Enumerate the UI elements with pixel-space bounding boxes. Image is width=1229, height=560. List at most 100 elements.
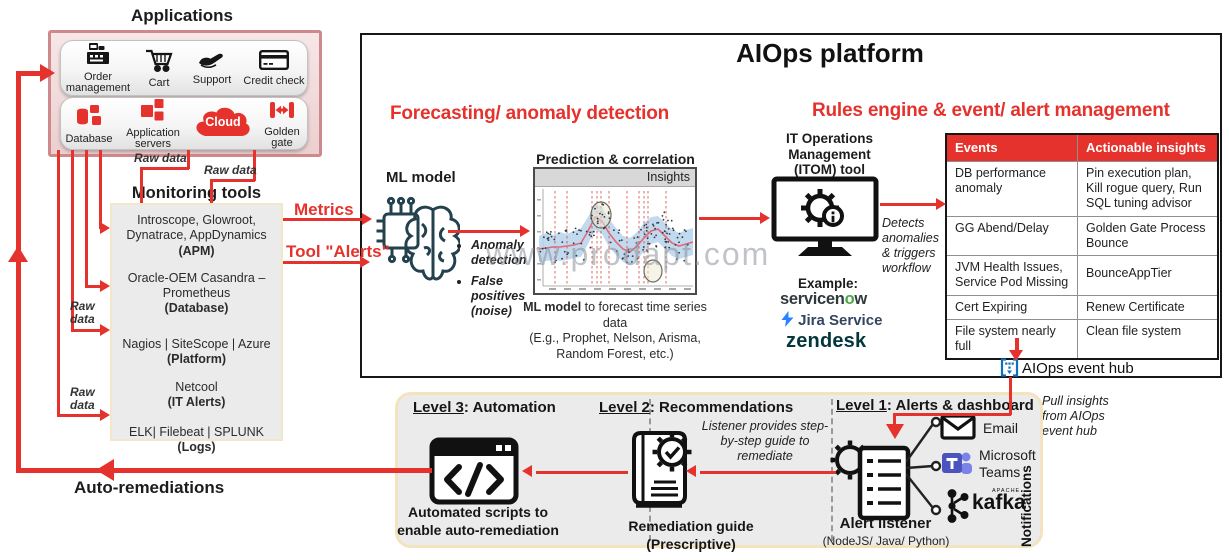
insight-cell: Pin execution plan, Kill rogue query, Ru…	[1078, 162, 1217, 217]
event-cell: Cert Expiring	[947, 295, 1078, 320]
support-icon	[197, 50, 227, 73]
app-golden-gate: Golden gate	[258, 99, 306, 149]
listener-to-book-line	[700, 471, 836, 474]
monitoring-box: Introscope, Glowroot, Dynatrace, AppDyna…	[110, 203, 283, 454]
app-label: Golden gate	[264, 125, 300, 149]
monitoring-category: (APM)	[178, 243, 215, 258]
itom-title-line2: Management	[788, 146, 871, 162]
applications-row-business: Order management Cart	[60, 40, 308, 96]
arrowhead-into-listener	[886, 424, 904, 439]
arrowhead-into-code	[522, 465, 532, 477]
feed-line	[140, 167, 143, 203]
servicenow-text-end: w	[854, 290, 867, 308]
channel-email-label: Email	[983, 420, 1019, 436]
monitoring-category: (Database)	[164, 301, 229, 316]
monitoring-tools-text: Nagios | SiteScope | Azure	[122, 336, 271, 351]
bullet-anomaly-detection: Anomaly detection	[471, 238, 551, 268]
jira-service-logo: Jira Service	[781, 311, 882, 331]
events-table-header: Events Actionable insights	[947, 135, 1217, 162]
level3-heading: Level 3: Automation	[413, 399, 556, 416]
auto-remediation-line	[16, 468, 432, 473]
book-to-code-line	[536, 471, 628, 474]
arrowhead-up-return	[8, 246, 28, 262]
arrowhead-into-logs	[100, 409, 110, 421]
feed-line	[57, 150, 60, 416]
level2-caption: Remediation guide (Prescriptive)	[596, 518, 786, 553]
hub-left-line	[893, 413, 1011, 416]
monitoring-group-database: Oracle-OEM Casandra – Prometheus (Databa…	[116, 271, 277, 317]
app-label: Application servers	[126, 126, 180, 150]
prediction-caption-examples: (E.g., Prophet, Nelson, Arisma, Random F…	[529, 331, 701, 361]
ml-to-chart-line	[448, 230, 521, 233]
monitoring-category: (Platform)	[166, 351, 227, 366]
insights-label: Insights	[535, 169, 695, 187]
table-row: File system nearly full Clean file syste…	[947, 319, 1217, 359]
arrowhead-into-platform	[100, 324, 110, 336]
feed-line	[210, 179, 255, 182]
servicenow-logo: servicenow	[780, 290, 867, 309]
return-line-vertical	[16, 73, 21, 472]
insights-header: Actionable insights	[1078, 135, 1217, 162]
monitoring-title: Monitoring tools	[131, 184, 262, 202]
alert-listener-icon	[830, 432, 914, 529]
prediction-caption: ML model to forecast time series data (E…	[520, 300, 710, 363]
feed-line	[71, 329, 101, 332]
channel-teams-label: Microsoft Teams	[979, 447, 1036, 480]
chart-to-itom-line	[699, 217, 761, 220]
feed-line	[71, 150, 74, 331]
kafka-label: kafka	[972, 491, 1026, 514]
channel-kafka-wordmark: APACHE kafka	[972, 488, 1026, 514]
level2-note: Listener provides step-by-step guide to …	[701, 419, 829, 463]
level2-rest: : Recommendations	[649, 399, 794, 416]
app-order-management: Order management	[62, 42, 134, 94]
bullet-false-positives: False positives (noise)	[471, 274, 551, 319]
arrowhead-tool-alerts	[360, 256, 370, 268]
metrics-line	[283, 218, 363, 221]
database-icon	[75, 103, 103, 132]
arrowhead-into-applications	[40, 64, 55, 82]
raw-data-label: Raw data	[70, 385, 95, 413]
itom-title-line3: (ITOM) tool	[794, 162, 865, 178]
prediction-caption-bold: ML model	[523, 300, 582, 314]
insight-cell: Golden Gate Process Bounce	[1078, 217, 1217, 257]
ml-model-title: ML model	[386, 169, 456, 186]
monitoring-group-logs: ELK| Filebeat | SPLUNK (Logs)	[116, 425, 277, 456]
level2-caption-line2: (Prescriptive)	[646, 535, 736, 552]
level1-num: Level 1	[836, 397, 887, 414]
app-servers-icon	[139, 98, 167, 126]
level-separator	[831, 399, 833, 541]
arrowhead-into-apm	[100, 222, 110, 234]
prediction-caption-text: to forecast time series data	[581, 300, 707, 330]
monitoring-tools-text: Netcool	[175, 380, 218, 394]
notifications-label: Notifications	[1019, 465, 1034, 547]
level1-caption-sub: (NodeJS/ Java/ Python)	[822, 534, 950, 548]
monitoring-group-it-alerts: Netcool (IT Alerts)	[116, 380, 277, 411]
feed-line	[187, 150, 190, 169]
level2-num: Level 2	[599, 399, 650, 416]
app-label: Database	[65, 132, 113, 145]
table-row: GG Abend/Delay Golden Gate Process Bounc…	[947, 216, 1217, 257]
app-label: Cloud	[205, 114, 241, 129]
book-gear-icon	[626, 427, 694, 518]
rules-heading: Rules engine & event/ alert management	[812, 100, 1170, 121]
monitoring-group-platform: Nagios | SiteScope | Azure (Platform)	[116, 337, 277, 368]
golden-gate-icon	[269, 99, 295, 125]
level2-caption-line1: Remediation guide	[628, 518, 754, 534]
monitoring-tools-text: Introscope, Glowroot, Dynatrace, AppDyna…	[126, 213, 267, 243]
app-label: Credit check	[243, 74, 305, 87]
feed-line	[57, 414, 101, 417]
app-database: Database	[62, 103, 116, 145]
level2-heading: Level 2: Recommendations	[599, 399, 793, 416]
kafka-icon	[944, 487, 970, 530]
table-row: DB performance anomaly Pin execution pla…	[947, 161, 1217, 217]
level3-num: Level 3	[413, 399, 464, 416]
monitoring-category: (IT Alerts)	[167, 395, 226, 410]
arrowhead-chart-to-itom	[760, 212, 770, 224]
channel-fan-lines	[905, 414, 944, 521]
feed-line	[85, 150, 88, 287]
itom-title: IT Operations Management (ITOM) tool	[772, 131, 887, 178]
feed-line	[99, 150, 102, 229]
metrics-label: Metrics	[294, 200, 354, 219]
monitoring-group-apm: Introscope, Glowroot, Dynatrace, AppDyna…	[116, 213, 277, 259]
prediction-title: Prediction & correlation	[536, 151, 695, 167]
